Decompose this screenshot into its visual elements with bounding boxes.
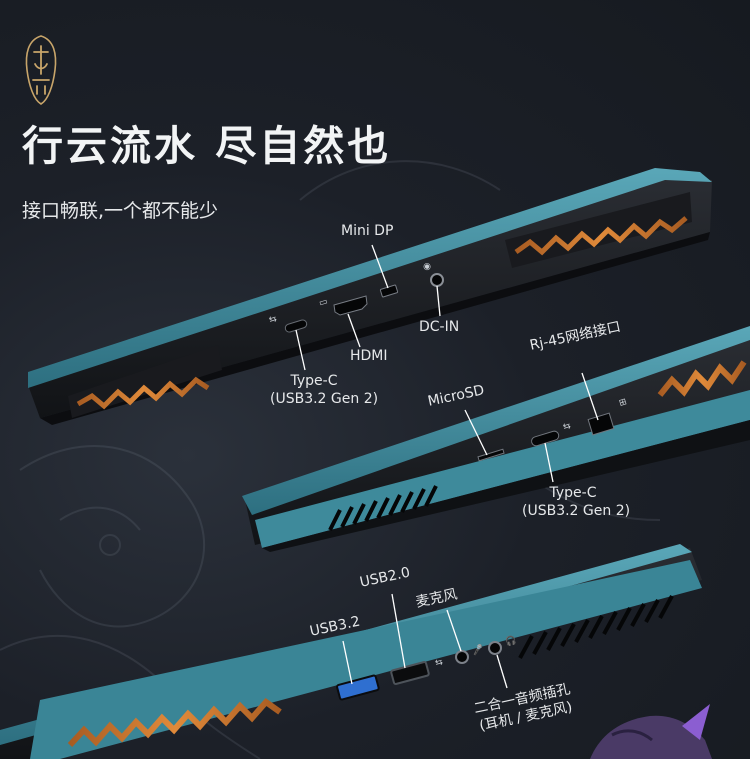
rear-vent-left bbox=[68, 345, 222, 418]
network-symbol-icon: ⊞ bbox=[618, 397, 628, 409]
mic-symbol-icon: 🎤 bbox=[471, 642, 485, 656]
page-title: 行云流水 尽自然也 bbox=[22, 122, 392, 170]
right-type-c-label: Type-C (USB3.2 Gen 2) bbox=[522, 484, 631, 520]
usb-symbol-icon: ⇆ bbox=[562, 421, 573, 433]
brand-seal-logo bbox=[25, 35, 57, 105]
usb20-port bbox=[390, 661, 430, 685]
port-symbol-icons: ⇆ ▭ ◉ ⊞ ⇆ ⇆ 🎤 🎧 bbox=[268, 261, 628, 669]
usb-symbol-icon: ⇆ bbox=[434, 657, 444, 669]
side-rear-vent bbox=[657, 360, 747, 397]
dc-in-port bbox=[430, 273, 444, 287]
page-subtitle: 接口畅联,一个都不能少 bbox=[22, 200, 219, 222]
left-rear-grille bbox=[518, 595, 674, 659]
combo-audio-jack bbox=[488, 641, 502, 655]
mic-jack bbox=[455, 650, 469, 664]
mini-dp-label: Mini DP bbox=[341, 223, 394, 239]
usb-symbol-icon: ⇆ bbox=[268, 314, 279, 326]
microsd-slot bbox=[477, 448, 505, 462]
hdmi-label: HDMI bbox=[350, 348, 388, 364]
rj45-port bbox=[587, 412, 615, 436]
rear-type-c-label: Type-C (USB3.2 Gen 2) bbox=[270, 372, 379, 408]
laptop-rear-view bbox=[28, 168, 712, 425]
purple-creature-decoration bbox=[590, 704, 712, 759]
right-type-c-name: Type-C bbox=[549, 485, 597, 501]
hdmi-symbol-icon: ▭ bbox=[318, 297, 329, 309]
right-type-c-port bbox=[531, 430, 560, 447]
laptop-left-side bbox=[0, 544, 702, 759]
right-type-c-spec: (USB3.2 Gen 2) bbox=[522, 503, 631, 519]
rear-vent-right bbox=[505, 192, 692, 268]
side-vent-grille bbox=[328, 485, 438, 531]
callout-lines bbox=[295, 244, 599, 689]
rear-type-c-spec: (USB3.2 Gen 2) bbox=[270, 391, 379, 407]
laptop-right-side bbox=[242, 326, 750, 552]
hdmi-port bbox=[333, 295, 368, 316]
left-bottom-vent bbox=[67, 697, 282, 748]
power-symbol-icon: ◉ bbox=[422, 261, 433, 273]
rear-type-c-port bbox=[284, 319, 308, 333]
rear-type-c-name: Type-C bbox=[290, 373, 338, 389]
dc-in-label: DC-IN bbox=[419, 319, 460, 335]
headphone-symbol-icon: 🎧 bbox=[504, 633, 518, 647]
usb32-port bbox=[336, 674, 380, 701]
